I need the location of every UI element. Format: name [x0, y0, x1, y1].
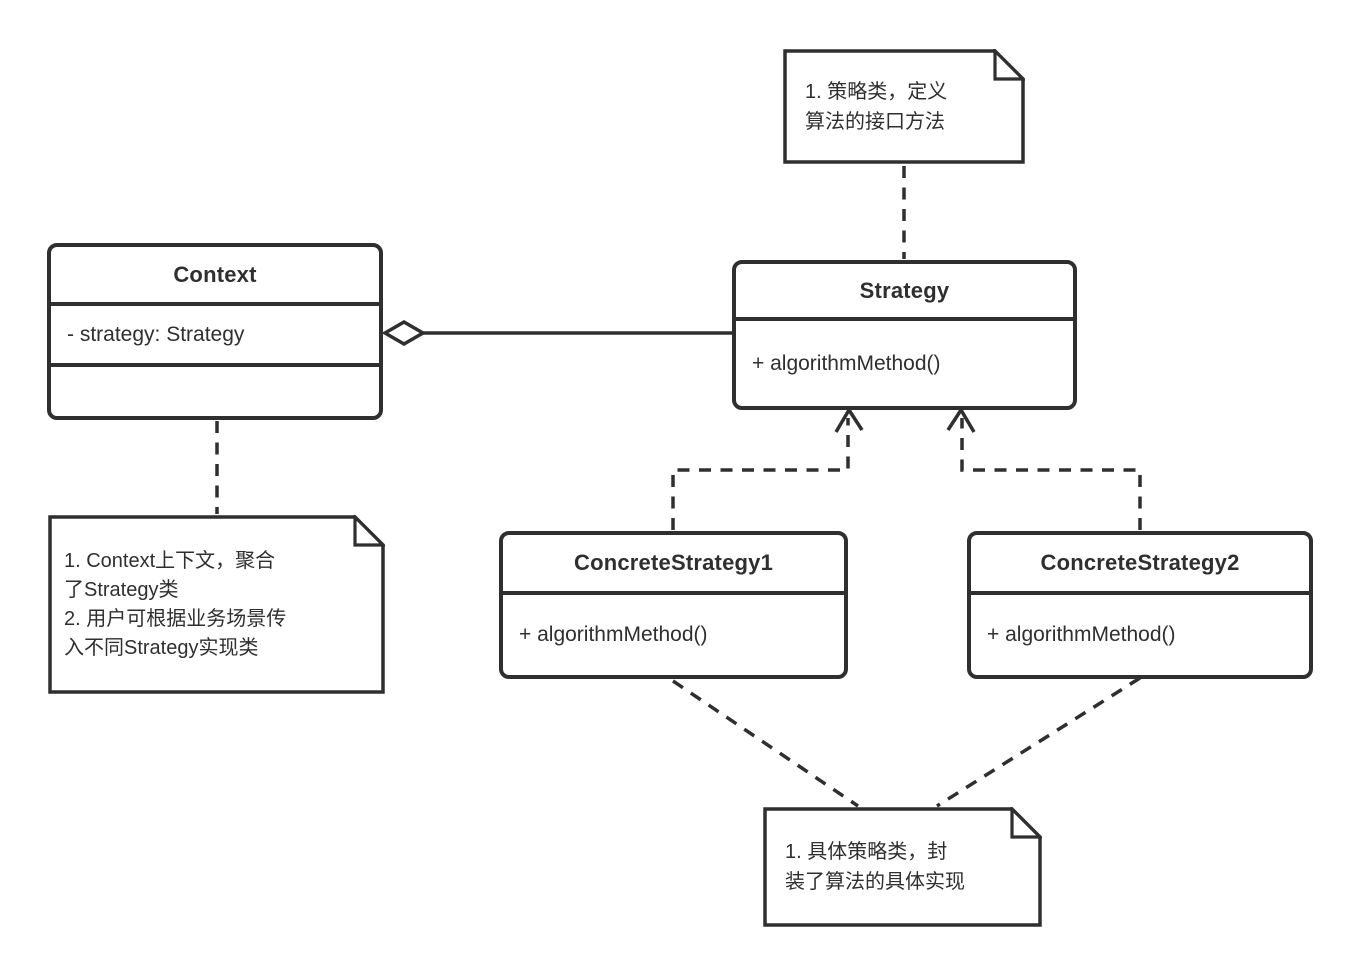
class-box-concretestrategy2: ConcreteStrategy2 + algorithmMethod(): [967, 531, 1313, 679]
class-box-strategy: Strategy + algorithmMethod(): [732, 260, 1077, 410]
note-fold-corner-icon: [1010, 807, 1042, 839]
realization-connector-concretestrategy2: [960, 418, 1142, 530]
note-outline: [48, 515, 385, 694]
class-empty-compartment-context: [51, 363, 379, 416]
realization-arrowhead-2-icon: [946, 406, 976, 433]
note-line: 2. 用户可根据业务场景传: [64, 607, 287, 630]
class-title-concretestrategy1: ConcreteStrategy1: [573, 550, 774, 575]
note-concrete-strategies: 1. 具体策略类，封 装了算法的具体实现: [763, 807, 1042, 927]
note-strategy-interface: 1. 策略类，定义 算法的接口方法: [783, 49, 1025, 164]
note-connector-concretestrategy2: [936, 676, 1141, 808]
realization-connector-concretestrategy1: [671, 418, 850, 530]
note-context-aggregation: 1. Context上下文，聚合 了Strategy类 2. 用户可根据业务场景…: [48, 515, 385, 694]
note-outline: [783, 49, 1025, 164]
note-line: 算法的接口方法: [805, 110, 945, 133]
note-shape: [48, 515, 385, 694]
class-title-context: Context: [173, 261, 257, 287]
class-title-concretestrategy2: ConcreteStrategy2: [1040, 550, 1240, 575]
realization-arrowhead-1-icon: [834, 406, 864, 433]
note-line: 1. 策略类，定义: [805, 80, 948, 103]
class-title-strategy: Strategy: [859, 277, 950, 303]
aggregation-diamond-icon: [381, 319, 427, 347]
class-box-context: Context - strategy: Strategy: [47, 243, 383, 420]
class-method-strategy: + algorithmMethod(): [736, 317, 1073, 406]
note-connector-concretestrategy1: [672, 679, 859, 808]
note-fold-corner-icon: [993, 49, 1025, 81]
note-line: 1. Context上下文，聚合: [64, 549, 276, 572]
class-method-concretestrategy1: + algorithmMethod(): [503, 591, 844, 675]
note-fold-corner-icon: [353, 515, 385, 547]
note-shape: [763, 807, 1042, 927]
note-line: 装了算法的具体实现: [785, 871, 965, 893]
note-outline: [763, 807, 1042, 927]
class-method-concretestrategy2: + algorithmMethod(): [971, 591, 1309, 675]
note-shape: [783, 49, 1025, 164]
class-box-concretestrategy1: ConcreteStrategy1 + algorithmMethod(): [499, 531, 848, 679]
note-line: 了Strategy类: [64, 578, 179, 601]
note-line: 1. 具体策略类，封: [785, 841, 948, 863]
note-line: 入不同Strategy实现类: [64, 636, 259, 659]
class-attribute-context-strategy: - strategy: Strategy: [51, 302, 379, 363]
